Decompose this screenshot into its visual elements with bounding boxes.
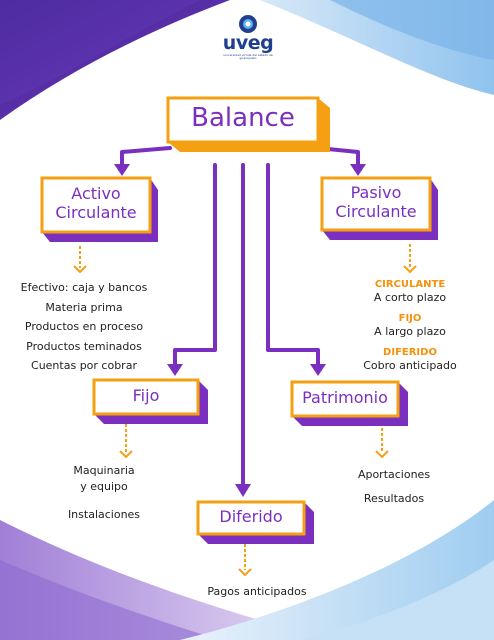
logo-tagline: universidad virtual del estado de guanaj…: [223, 53, 273, 60]
fijo-node: Fijo: [94, 380, 198, 414]
connector-activo: [120, 146, 172, 168]
balance-box-face: [166, 96, 320, 144]
activo-item: Efectivo: caja y bancos: [20, 281, 148, 294]
balance-title: Balance: [191, 103, 295, 133]
diferido-box-face: [196, 500, 306, 536]
arrowhead-activo: [114, 164, 130, 176]
bottom-purple-wave-dark: [0, 560, 220, 640]
pasivo-heading: CIRCULANTE: [374, 279, 446, 290]
patrimonio-node: Patrimonio: [292, 382, 398, 416]
connector-patrimonio: [266, 163, 320, 368]
chevron-pasivo: [403, 265, 417, 274]
fijo-label: Fijo: [132, 386, 160, 405]
activo-item-list: Efectivo: caja y bancos Materia prima Pr…: [14, 278, 154, 376]
fijo-item: Maquinaria: [73, 464, 135, 477]
chevron-activo: [73, 265, 87, 274]
top-right-wave-2: [330, 0, 494, 60]
activo-item: Materia prima: [45, 300, 123, 314]
fijo-item: Instalaciones: [67, 508, 141, 521]
arrowhead-diferido: [235, 484, 251, 497]
chevron-fijo: [119, 450, 133, 459]
activo-node: Activo Circulante: [42, 178, 150, 232]
diferido-item-list: Pagos anticipados: [192, 585, 322, 598]
pasivo-heading: FIJO: [398, 313, 422, 324]
logo-emblem-icon: [239, 15, 257, 33]
bottom-blue-wave-2: [300, 560, 494, 640]
patrimonio-item: Aportaciones: [357, 468, 431, 481]
chevron-diferido: [238, 568, 252, 577]
diferido-item: Pagos anticipados: [207, 585, 307, 598]
patrimonio-label: Patrimonio: [302, 388, 388, 407]
connector-pasivo: [316, 146, 360, 168]
arrowhead-pasivo: [350, 164, 366, 176]
pasivo-label-line2: Circulante: [335, 202, 417, 221]
activo-item: Productos teminados: [26, 339, 142, 353]
pasivo-item-list: CIRCULANTE A corto plazo FIJO A largo pl…: [360, 278, 460, 373]
patrimonio-item: Resultados: [363, 492, 425, 505]
pasivo-heading: DIFERIDO: [383, 347, 437, 358]
fijo-item: y equipo: [80, 480, 128, 493]
arrowhead-fijo: [167, 364, 183, 376]
uveg-logo: uveg universidad virtual del estado de g…: [218, 14, 278, 64]
patrimonio-box-face: [290, 380, 400, 418]
pasivo-label-line1: Pasivo: [350, 183, 402, 202]
pasivo-text: A corto plazo: [373, 291, 447, 304]
balance-node: Balance: [168, 98, 318, 142]
activo-item: Productos en proceso: [24, 320, 144, 333]
chevron-patrimonio: [375, 450, 389, 459]
fijo-box-face: [92, 378, 200, 416]
top-left-wave-light: [0, 0, 200, 105]
activo-box-face: [40, 176, 152, 234]
pasivo-node: Pasivo Circulante: [322, 178, 430, 230]
diferido-label: Diferido: [219, 507, 283, 526]
arrowhead-patrimonio: [310, 364, 326, 376]
pasivo-text: Cobro anticipado: [363, 359, 457, 372]
patrimonio-item-list: Aportaciones Resultados: [344, 463, 444, 511]
logo-word: uveg: [222, 32, 274, 54]
activo-item: Cuentas por cobrar: [31, 359, 137, 372]
activo-label-line2: Circulante: [55, 203, 137, 222]
diferido-node: Diferido: [198, 502, 304, 534]
pasivo-text: A largo plazo: [374, 325, 446, 338]
pasivo-box-face: [320, 176, 432, 232]
fijo-item-list: Maquinaria y equipo Instalaciones: [54, 463, 154, 523]
activo-label-line1: Activo: [71, 184, 121, 203]
connector-fijo: [173, 163, 217, 368]
